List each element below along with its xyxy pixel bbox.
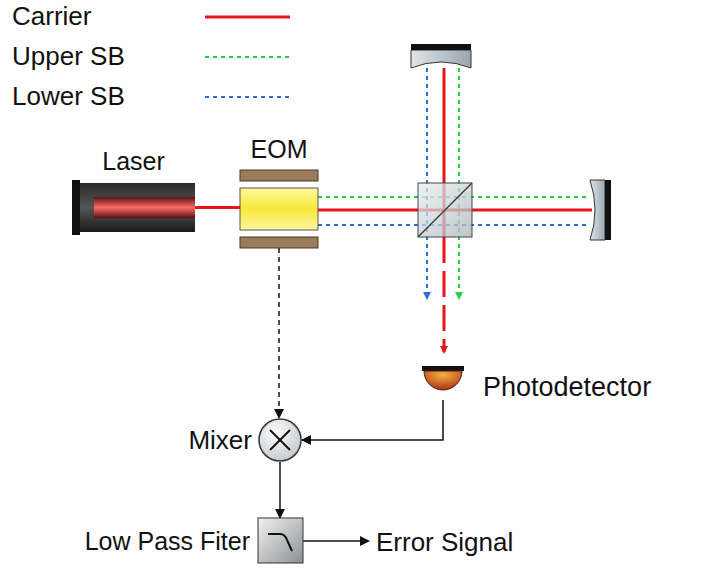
legend-text: Lower SB: [12, 83, 125, 109]
connector: [278, 248, 280, 418]
laser-source: Laser: [72, 180, 195, 235]
laser-source-art: [72, 180, 195, 235]
eom-modulator-art: [240, 170, 318, 248]
node-label: Photodetector: [483, 374, 651, 401]
node-label: Low Pass Fiter: [85, 529, 250, 554]
low-pass-filter: Low Pass Fiter: [258, 518, 303, 563]
connector: [302, 400, 443, 440]
node-label: Laser: [102, 149, 165, 174]
photodetector-art: [422, 366, 464, 400]
mixer-circle-art: [258, 418, 302, 462]
mixer-circle: Mixer: [258, 418, 302, 462]
connector: [279, 462, 281, 518]
photodetector: Photodetector: [422, 366, 464, 400]
eom-modulator: EOM: [240, 170, 318, 248]
legend-text: Upper SB: [12, 43, 125, 69]
legend-text: Carrier: [12, 3, 91, 29]
connector: [195, 206, 240, 209]
output-label: Error Signal: [376, 529, 513, 555]
node-label: EOM: [251, 137, 308, 162]
node-label: Mixer: [188, 427, 252, 453]
low-pass-filter-art: [258, 518, 303, 563]
